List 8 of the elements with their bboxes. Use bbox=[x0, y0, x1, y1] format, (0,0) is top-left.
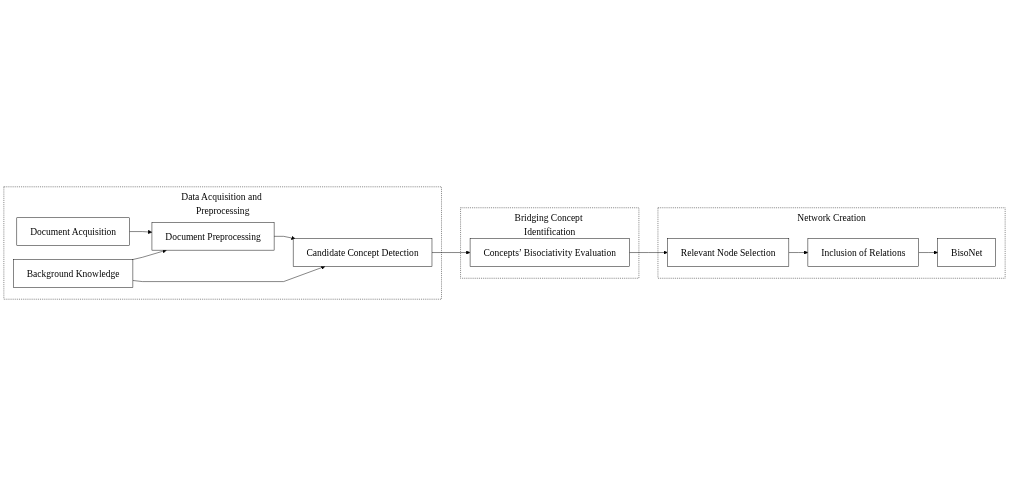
node-box: Background Knowledge bbox=[13, 259, 134, 288]
node-box: Document Preprocessing bbox=[151, 222, 275, 251]
node-box: Document Acquisition bbox=[16, 218, 130, 247]
node-box: BisoNet bbox=[937, 238, 996, 268]
node-box: Inclusion of Relations bbox=[807, 238, 919, 268]
node-box: Relevant Node Selection bbox=[667, 238, 790, 268]
node-box: Concepts’ Bisociativity Evaluation bbox=[469, 238, 630, 268]
node-box: Candidate Concept Detection bbox=[292, 238, 433, 268]
